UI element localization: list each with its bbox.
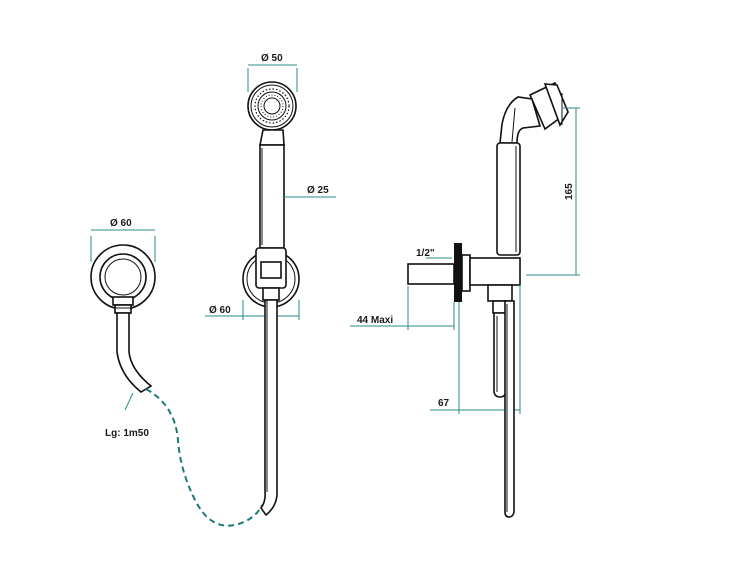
dim-label: Ø 60 [110,218,132,229]
dim-label: Ø 50 [261,53,283,64]
dim-depth-67: 67 [430,285,521,414]
dim-label: Ø 25 [307,185,329,196]
dim-label: 1/2" [416,248,435,259]
dim-label: 165 [564,183,575,200]
dim-head-diameter: Ø 50 [247,53,298,92]
dim-depth-44: 44 Maxi [350,286,455,330]
dim-height: 165 [526,107,580,276]
body-side [469,257,521,314]
dim-holder-diameter: Ø 60 [205,300,300,320]
hose-side [493,300,515,518]
handle-front [259,129,285,249]
shower-head-front [247,81,297,131]
dim-label: Ø 60 [209,305,231,316]
hose-length-label: Lg: 1m50 [105,428,149,439]
dim-label: 67 [438,398,450,409]
dim-thread: 1/2" [416,248,452,259]
hose-front [260,299,278,517]
shower-head-side [499,81,569,144]
hose-dashed [145,388,263,527]
holder-front [242,247,300,308]
handle-side [496,142,521,256]
dim-handle-diameter: Ø 25 [284,185,336,198]
dim-outlet-diameter: Ø 60 [90,218,156,262]
hose-length-callout: Lg: 1m50 [105,392,149,439]
dim-label: 44 Maxi [357,315,393,326]
wall-outlet [90,244,156,393]
